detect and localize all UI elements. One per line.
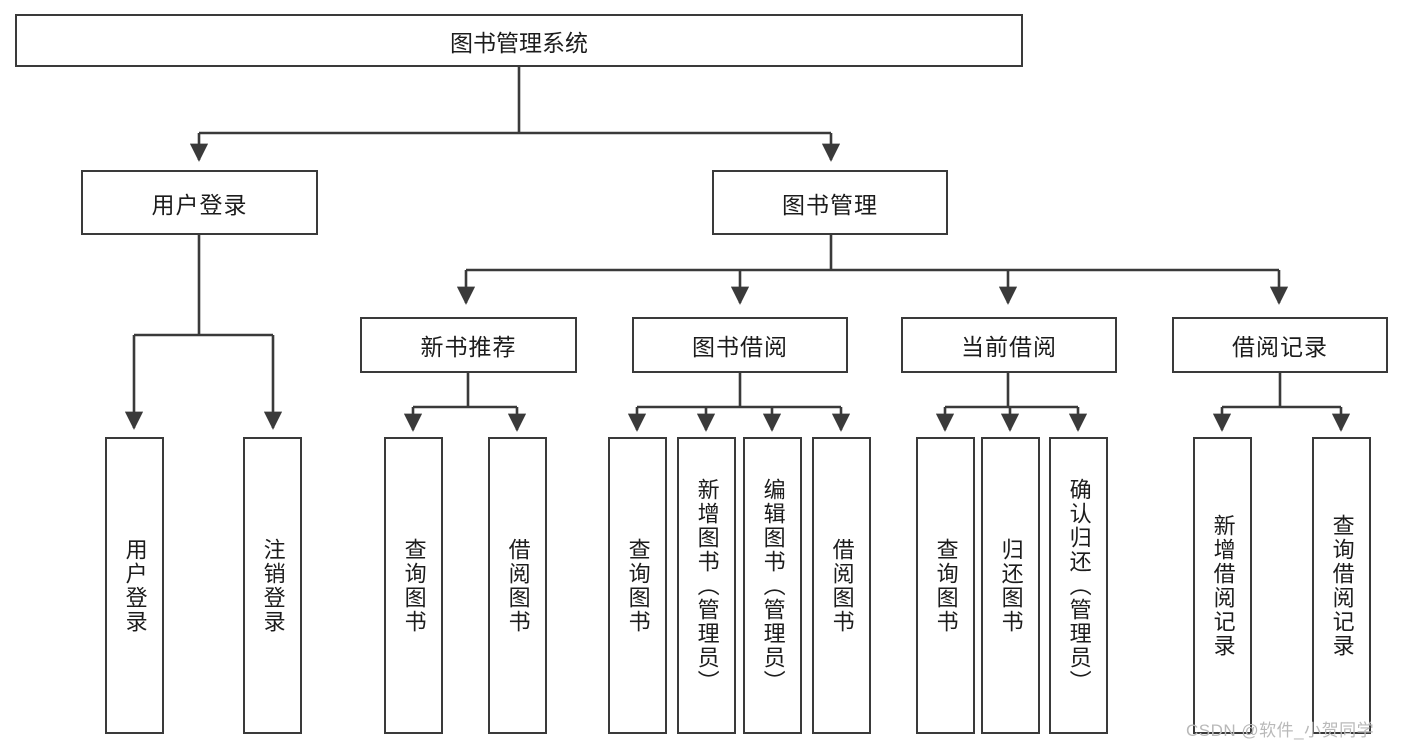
leaf-current-confirm-return-admin[interactable]: 确认归还（管理员）: [1049, 437, 1108, 734]
node-label: 用户登录: [151, 191, 248, 218]
node-current-borrow[interactable]: 当前借阅: [901, 317, 1117, 373]
leaf-label: 新增图书（管理员）: [694, 477, 720, 694]
node-user-login[interactable]: 用户登录: [81, 170, 318, 235]
leaf-current-return-book[interactable]: 归还图书: [981, 437, 1040, 734]
leaf-borrow-edit-book-admin[interactable]: 编辑图书（管理员）: [743, 437, 802, 734]
watermark: CSDN @软件_小贺同学: [1186, 721, 1375, 740]
leaf-recommend-query-book[interactable]: 查询图书: [384, 437, 443, 734]
leaf-label: 查询借阅记录: [1329, 513, 1355, 658]
leaf-record-add-record[interactable]: 新增借阅记录: [1193, 437, 1252, 734]
leaf-label: 编辑图书（管理员）: [760, 477, 786, 694]
node-borrow-record[interactable]: 借阅记录: [1172, 317, 1388, 373]
leaf-label: 查询图书: [401, 537, 427, 634]
leaf-label: 新增借阅记录: [1210, 513, 1236, 658]
leaf-recommend-borrow-book[interactable]: 借阅图书: [488, 437, 547, 734]
node-label: 借阅记录: [1232, 334, 1328, 360]
leaf-label: 借阅图书: [829, 537, 855, 634]
node-book-management[interactable]: 图书管理: [712, 170, 948, 235]
leaf-user-login-logout[interactable]: 注销登录: [243, 437, 302, 734]
leaf-label: 查询图书: [625, 537, 651, 634]
node-label: 当前借阅: [961, 334, 1057, 360]
leaf-record-query-record[interactable]: 查询借阅记录: [1312, 437, 1371, 734]
leaf-user-login-login[interactable]: 用户登录: [105, 437, 164, 734]
node-new-book-recommend[interactable]: 新书推荐: [360, 317, 577, 373]
node-label: 图书管理系统: [450, 29, 588, 56]
leaf-borrow-query-book[interactable]: 查询图书: [608, 437, 667, 734]
node-label: 图书借阅: [692, 334, 788, 360]
node-root-system[interactable]: 图书管理系统: [15, 14, 1023, 67]
leaf-borrow-borrow-book[interactable]: 借阅图书: [812, 437, 871, 734]
leaf-current-query-book[interactable]: 查询图书: [916, 437, 975, 734]
leaf-label: 借阅图书: [505, 537, 531, 634]
leaf-borrow-add-book-admin[interactable]: 新增图书（管理员）: [677, 437, 736, 734]
leaf-label: 注销登录: [260, 537, 286, 634]
leaf-label: 确认归还（管理员）: [1066, 477, 1092, 694]
node-label: 图书管理: [782, 191, 878, 218]
node-book-borrow[interactable]: 图书借阅: [632, 317, 848, 373]
node-label: 新书推荐: [420, 334, 517, 360]
leaf-label: 查询图书: [933, 537, 959, 634]
leaf-label: 用户登录: [122, 537, 148, 634]
leaf-label: 归还图书: [998, 537, 1024, 634]
